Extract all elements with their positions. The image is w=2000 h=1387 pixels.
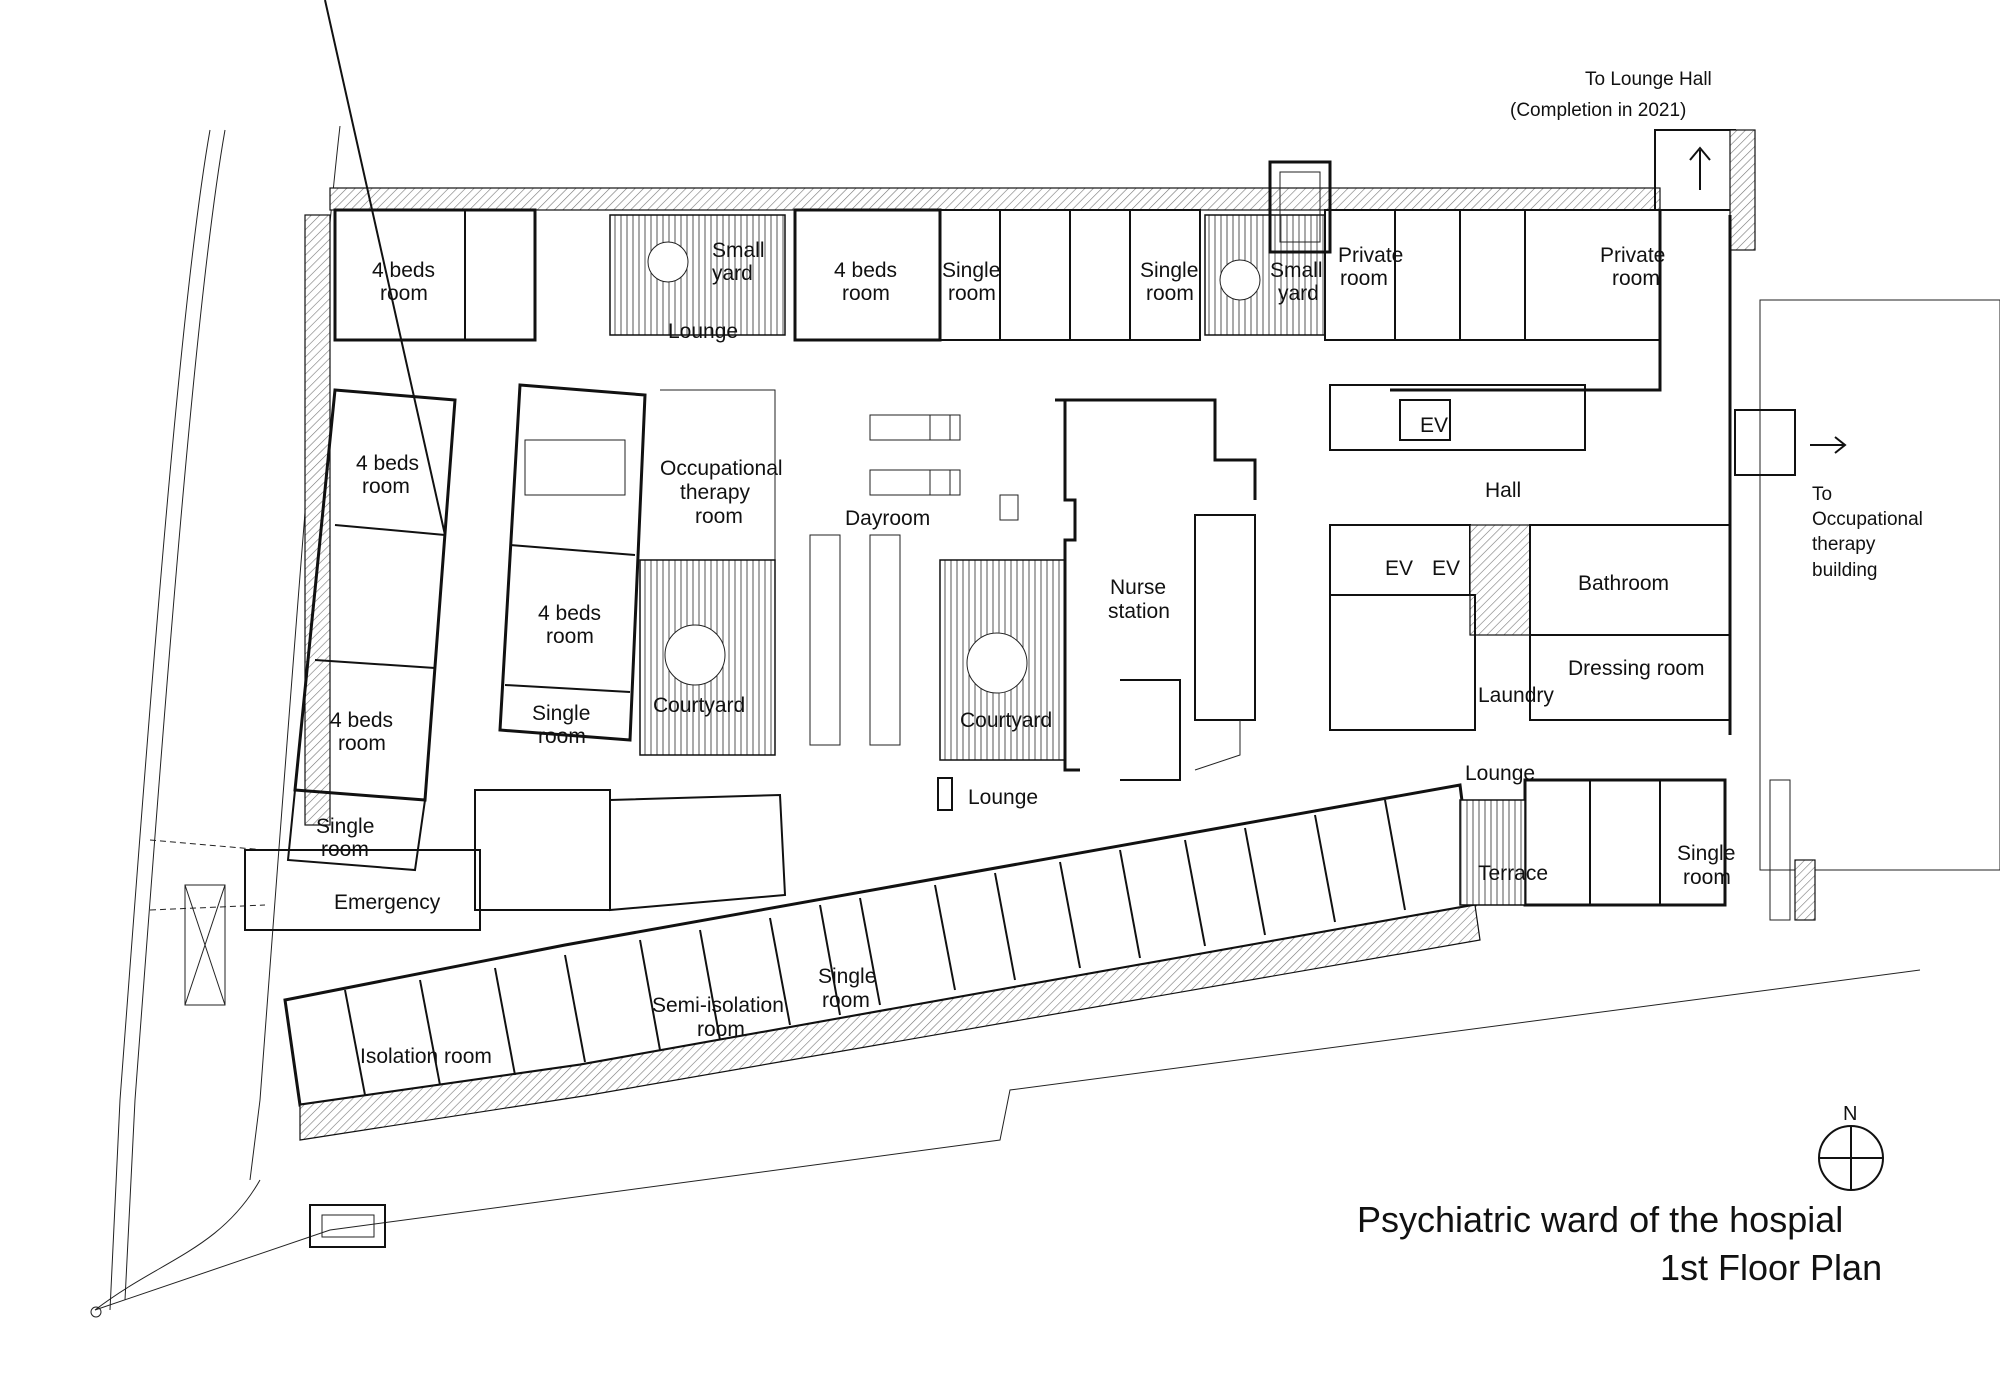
south-wing xyxy=(244,778,1727,1141)
single-room-label-s2: room xyxy=(822,989,870,1012)
emergency-label: Emergency xyxy=(334,891,441,914)
semi-isolation-label-2: room xyxy=(697,1018,745,1041)
small-yard-label: Small xyxy=(712,239,765,262)
central-area xyxy=(639,241,1261,811)
plan-title: Psychiatric ward of the hospial xyxy=(1357,1199,1843,1240)
to-lounge-hall-label: To Lounge Hall xyxy=(1585,69,1712,90)
single-room-label-s: Single xyxy=(818,965,876,988)
private-room-label-a2: room xyxy=(1340,267,1388,290)
single-room-label-a: Single xyxy=(942,259,1000,282)
lounge-label-north: Lounge xyxy=(668,320,738,343)
single-room-label-c: Single xyxy=(532,702,590,725)
four-beds-room-label: 4 beds xyxy=(372,259,435,282)
ot-building-label-1: Occupational xyxy=(1812,509,1923,530)
occupational-label-2: therapy xyxy=(680,481,751,504)
nurse-station-label: Nurse xyxy=(1110,576,1166,599)
dressing-room-label: Dressing room xyxy=(1568,657,1705,680)
single-room-label-a2: room xyxy=(948,282,996,305)
four-beds-room-label-b: 4 beds xyxy=(834,259,897,282)
four-beds-room-label-b2: room xyxy=(842,282,890,305)
occupational-label: Occupational xyxy=(660,457,783,480)
occupational-label-3: room xyxy=(695,505,743,528)
ev-label-c: EV xyxy=(1432,557,1460,580)
single-room-label-b2: room xyxy=(1146,282,1194,305)
bathroom-label: Bathroom xyxy=(1578,572,1669,595)
private-room-label-b: Private xyxy=(1600,244,1665,267)
lounge-label-center: Lounge xyxy=(968,786,1038,809)
private-room-label-b2: room xyxy=(1612,267,1660,290)
four-beds-room-label-c: 4 beds xyxy=(538,602,601,625)
nurse-station-block xyxy=(1055,398,1257,781)
north-wing xyxy=(329,129,1756,392)
west-wing xyxy=(286,0,647,872)
small-yard-label-2: yard xyxy=(712,262,753,285)
dayroom-label: Dayroom xyxy=(845,507,930,530)
four-beds-room-label-w1: 4 beds xyxy=(356,452,419,475)
small-yard-label-b: Small xyxy=(1270,259,1323,282)
single-room-label-c2: room xyxy=(538,725,586,748)
room-labels: To Lounge Hall (Completion in 2021) To O… xyxy=(316,69,1923,1288)
east-block xyxy=(1329,215,2000,921)
hall-label: Hall xyxy=(1485,479,1521,502)
courtyard-label-a: Courtyard xyxy=(653,694,745,717)
single-room-label-w2: room xyxy=(321,838,369,861)
four-beds-room-label-w2: 4 beds xyxy=(330,709,393,732)
ot-building-label-3: building xyxy=(1812,560,1878,581)
single-room-label-e2: room xyxy=(1683,866,1731,889)
small-yard-label-b2: yard xyxy=(1278,282,1319,305)
ev-label-b: EV xyxy=(1385,557,1413,580)
single-room-label-e: Single xyxy=(1677,842,1735,865)
terrace-label: Terrace xyxy=(1478,862,1548,885)
semi-isolation-label: Semi-isolation xyxy=(652,994,784,1017)
private-room-label-a: Private xyxy=(1338,244,1403,267)
four-beds-room-label-w1b: room xyxy=(362,475,410,498)
nurse-station-label-2: station xyxy=(1108,600,1170,623)
ot-building-label-2: therapy xyxy=(1812,534,1876,555)
lounge-label-east: Lounge xyxy=(1465,762,1535,785)
plan-subtitle: 1st Floor Plan xyxy=(1660,1247,1882,1288)
courtyard-label-b: Courtyard xyxy=(960,709,1052,732)
laundry-label: Laundry xyxy=(1478,684,1554,707)
ev-label-a: EV xyxy=(1420,414,1448,437)
dining-tables xyxy=(809,414,1019,811)
four-beds-room-label-2: room xyxy=(380,282,428,305)
completion-label: (Completion in 2021) xyxy=(1510,100,1686,121)
single-room-label-b: Single xyxy=(1140,259,1198,282)
four-beds-room-label-w2b: room xyxy=(338,732,386,755)
north-arrow xyxy=(1818,1125,1884,1191)
to-ot-label: To xyxy=(1812,484,1832,505)
single-room-label-w: Single xyxy=(316,815,374,838)
isolation-room-label: Isolation room xyxy=(360,1045,492,1068)
four-beds-room-label-c2: room xyxy=(546,625,594,648)
north-label: N xyxy=(1843,1103,1857,1125)
